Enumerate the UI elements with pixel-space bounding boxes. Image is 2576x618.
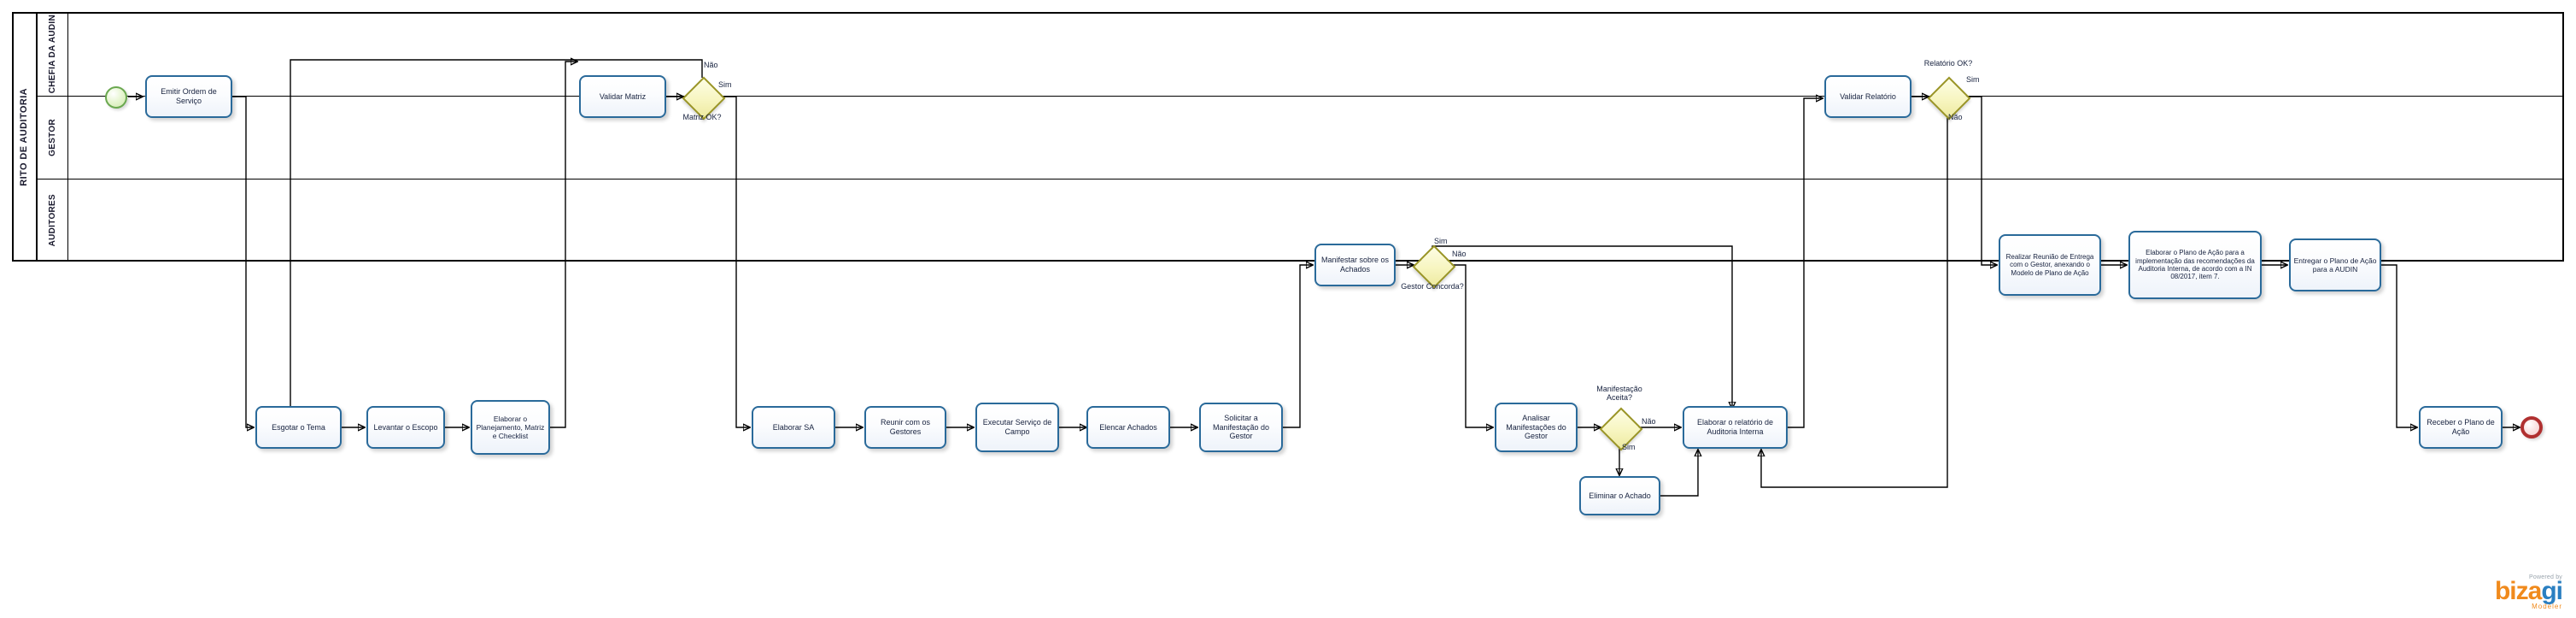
flow-label-gestor-sim: Sim <box>1434 237 1448 245</box>
task-label: Elaborar o Planejamento, Matriz e Checkl… <box>476 414 545 440</box>
task-elaborar-plano-de-acao[interactable]: Elaborar o Plano de Ação para a implemen… <box>2128 231 2262 299</box>
task-validar-matriz[interactable]: Validar Matriz <box>579 75 666 118</box>
lane-auditores: AUDITORES <box>38 180 2564 262</box>
flow-label-manifestacao-nao: Não <box>1642 417 1656 426</box>
start-event[interactable] <box>105 86 127 109</box>
flow-label-matriz-nao: Não <box>704 61 718 69</box>
task-elaborar-sa[interactable]: Elaborar SA <box>752 406 835 449</box>
lane-label-auditores: AUDITORES <box>38 180 68 262</box>
gateway-diamond <box>1599 407 1643 451</box>
task-executar-servico-de-campo[interactable]: Executar Serviço de Campo <box>975 403 1059 452</box>
pool-label-text: RITO DE AUDITORIA <box>19 87 29 186</box>
task-label: Elaborar o Plano de Ação para a implemen… <box>2135 249 2255 281</box>
gateway-label-manifestacao-aceita: Manifestação Aceita? <box>1596 385 1642 403</box>
flow-label-gestor-nao: Não <box>1452 250 1467 258</box>
end-event[interactable] <box>2520 416 2543 438</box>
pool-label: RITO DE AUDITORIA <box>12 12 38 262</box>
task-elaborar-planejamento-matriz-checklist[interactable]: Elaborar o Planejamento, Matriz e Checkl… <box>471 400 550 455</box>
lane-label-chefia: CHEFIA DA AUDIN <box>38 12 68 96</box>
task-label: Esgotar o Tema <box>272 422 325 432</box>
task-label: Eliminar o Achado <box>1589 491 1651 500</box>
gateway-matriz-ok[interactable] <box>682 76 726 121</box>
logo-brand-a: biza <box>2494 577 2542 605</box>
logo-brand: bizagi <box>2417 577 2563 605</box>
lane-chefia-da-audin: CHEFIA DA AUDIN <box>38 12 2564 97</box>
flow-label-relatorio-sim: Sim <box>1966 75 1980 84</box>
gateway-manifestacao-aceita[interactable] <box>1599 407 1643 451</box>
task-label: Analisar Manifestações do Gestor <box>1506 414 1566 441</box>
lane-gestor: GESTOR <box>38 97 2564 180</box>
flow-label-matriz-sim: Sim <box>718 80 732 89</box>
lane-label-gestor: GESTOR <box>38 97 68 179</box>
task-levantar-o-escopo[interactable]: Levantar o Escopo <box>366 406 445 449</box>
task-label: Manifestar sobre os Achados <box>1320 256 1390 274</box>
task-label: Entregar o Plano de Ação para a AUDIN <box>2293 256 2377 274</box>
task-label: Receber o Plano de Ação <box>2427 418 2495 436</box>
gateway-relatorio-ok[interactable] <box>1927 76 1971 121</box>
task-label: Levantar o Escopo <box>373 422 438 432</box>
task-label: Reunir com os Gestores <box>880 418 931 436</box>
logo-brand-b: gi <box>2541 577 2563 605</box>
flow-label-relatorio-nao: Não <box>1948 113 1963 121</box>
task-label: Elaborar SA <box>772 422 815 432</box>
task-elencar-achados[interactable]: Elencar Achados <box>1086 406 1170 449</box>
task-eliminar-o-achado[interactable]: Eliminar o Achado <box>1579 476 1660 515</box>
task-entregar-plano-de-acao[interactable]: Entregar o Plano de Ação para a AUDIN <box>2289 238 2381 291</box>
flow-label-manifestacao-sim: Sim <box>1622 443 1636 451</box>
lane-label-gestor-text: GESTOR <box>48 119 57 156</box>
lane-label-chefia-text: CHEFIA DA AUDIN <box>48 14 57 94</box>
task-label: Validar Relatório <box>1840 91 1896 101</box>
task-emitir-ordem-de-servico[interactable]: Emitir Ordem de Serviço <box>145 75 232 118</box>
task-reunir-com-os-gestores[interactable]: Reunir com os Gestores <box>864 406 946 449</box>
gateway-label-gestor-concorda: Gestor Concorda? <box>1401 282 1464 291</box>
gateway-gestor-concorda[interactable] <box>1412 244 1456 289</box>
task-elaborar-relatorio-auditoria-interna[interactable]: Elaborar o relatório de Auditoria Intern… <box>1683 406 1788 449</box>
task-receber-plano-de-acao[interactable]: Receber o Plano de Ação <box>2419 406 2503 449</box>
task-label: Validar Matriz <box>599 91 647 101</box>
task-analisar-manifestacoes-do-gestor[interactable]: Analisar Manifestações do Gestor <box>1495 403 1578 452</box>
task-label: Elencar Achados <box>1099 422 1157 432</box>
task-label: Emitir Ordem de Serviço <box>161 87 217 105</box>
task-label: Solicitar a Manifestação do Gestor <box>1212 414 1270 441</box>
task-label: Executar Serviço de Campo <box>982 418 1052 436</box>
logo-modeler: Modeler <box>2532 602 2562 610</box>
task-validar-relatorio[interactable]: Validar Relatório <box>1824 75 1912 118</box>
task-label: Elaborar o relatório de Auditoria Intern… <box>1696 418 1774 436</box>
task-solicitar-manifestacao-do-gestor[interactable]: Solicitar a Manifestação do Gestor <box>1199 403 1283 452</box>
logo-powered-by: Powered by <box>2529 574 2562 580</box>
task-esgotar-o-tema[interactable]: Esgotar o Tema <box>255 406 342 449</box>
task-manifestar-sobre-os-achados[interactable]: Manifestar sobre os Achados <box>1314 244 1396 286</box>
gateway-label-relatorio-ok: Relatório OK? <box>1923 59 1973 68</box>
lane-label-auditores-text: AUDITORES <box>48 194 57 247</box>
bizagi-logo: Powered by bizagi Modeler <box>2417 574 2563 610</box>
task-label: Realizar Reunião de Entrega com o Gestor… <box>2005 252 2094 277</box>
task-realizar-reuniao-de-entrega[interactable]: Realizar Reunião de Entrega com o Gestor… <box>1999 234 2101 296</box>
gateway-label-matriz-ok: Matriz OK? <box>682 113 722 121</box>
